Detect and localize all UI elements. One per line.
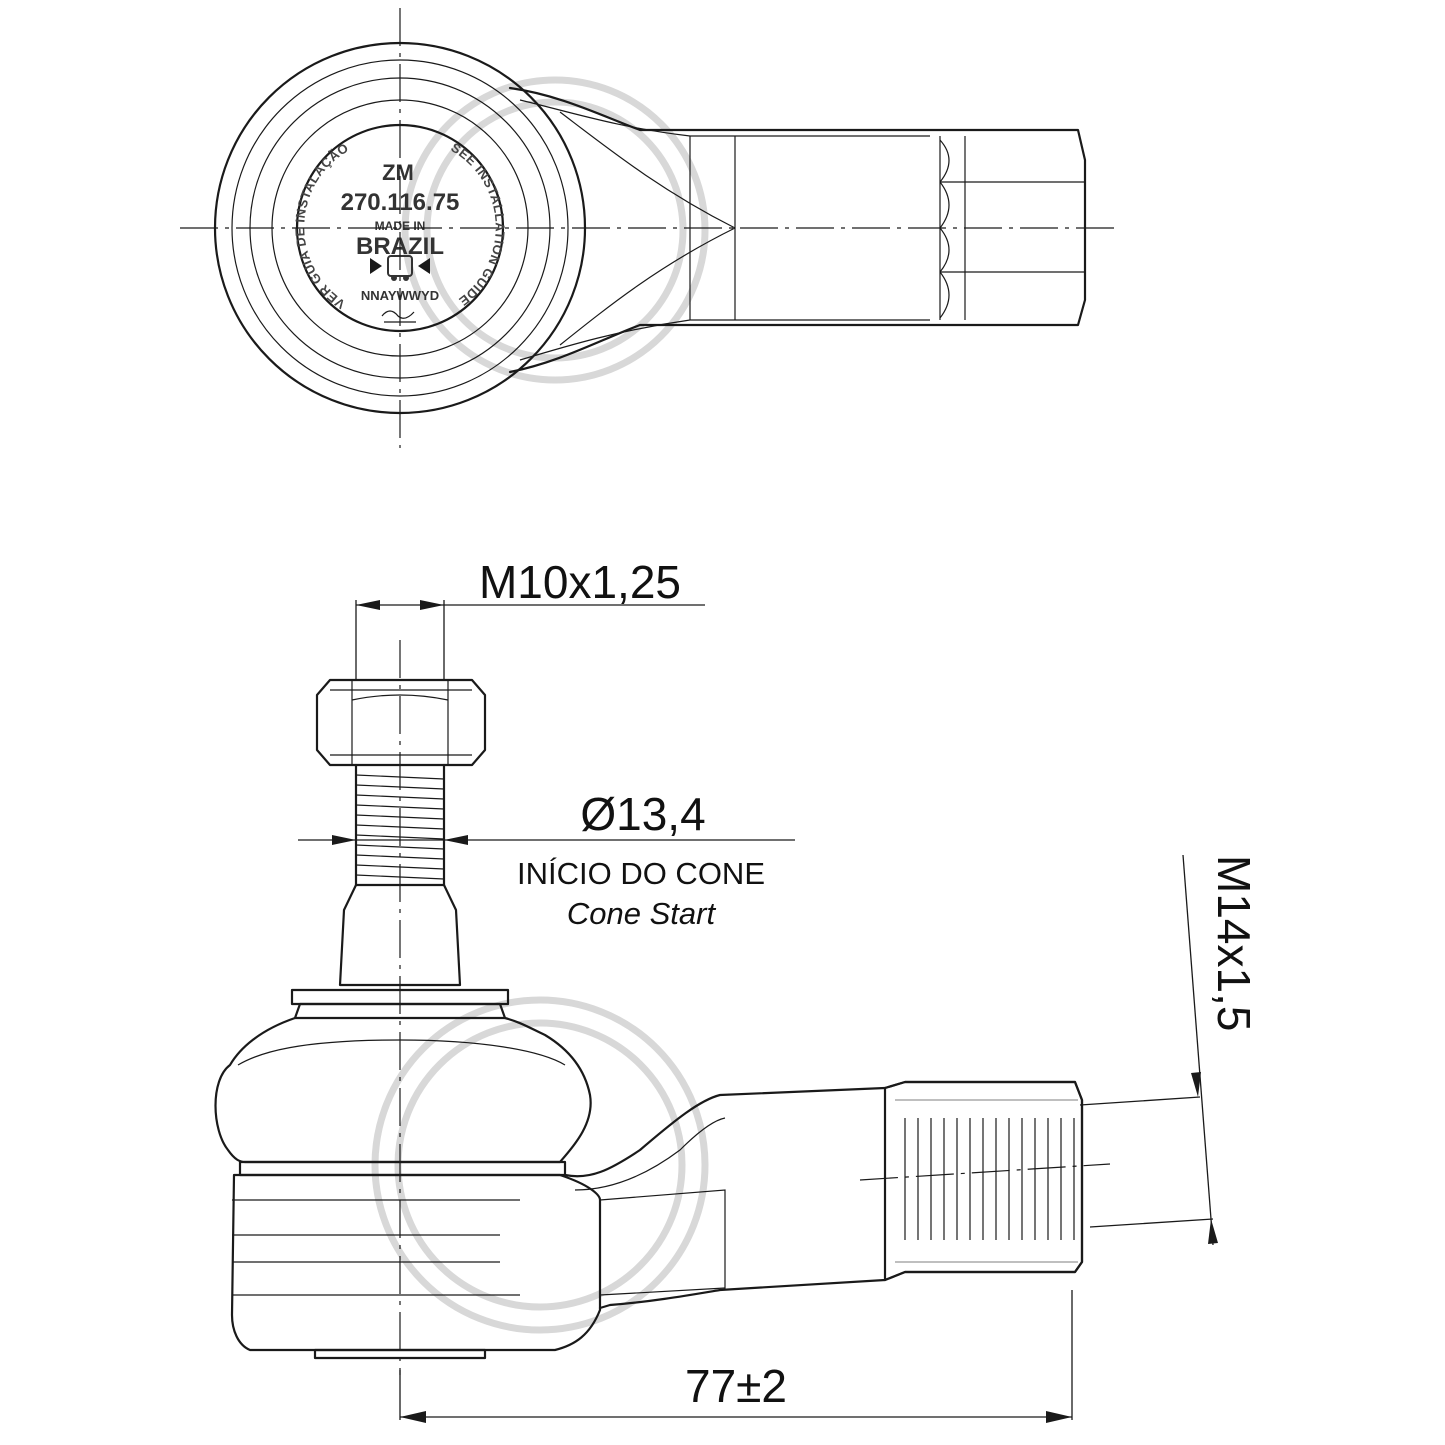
top-arm-taper-upper	[559, 111, 736, 229]
shank-threads	[895, 1099, 1078, 1263]
arm-mid-line	[599, 1189, 726, 1290]
top-hex-curve	[939, 139, 950, 319]
dim-cone-note-pt: INÍCIO DO CONE	[517, 856, 765, 891]
boot-fold-line	[237, 1039, 566, 1066]
top-arm-outline	[508, 86, 1087, 374]
top-arm-inner-lower	[519, 319, 930, 361]
shank-thread-section	[883, 1080, 1084, 1282]
stamp-ring-right: SEE INSTALLATION GUIDE	[448, 140, 507, 310]
stamp-made-in: MADE IN	[375, 219, 426, 233]
dim-cone-diameter: Ø13,4 INÍCIO DO CONE Cone Start	[298, 788, 795, 931]
top-hex-upper	[940, 181, 1085, 273]
side-view	[214, 640, 1111, 1375]
housing-bottom-plug	[313, 1348, 487, 1360]
watermark-logo-bottom	[371, 996, 709, 1334]
nut-hex-arcs	[351, 694, 449, 701]
watermark-logo-top	[401, 76, 709, 384]
housing-top-band	[238, 1160, 567, 1177]
dim-shank-thread: M14x1,5	[1079, 854, 1260, 1246]
top-housing-ring-1	[231, 59, 569, 397]
arm-lower-line	[599, 1287, 726, 1296]
dim-stud-thread-label: M10x1,25	[479, 556, 681, 608]
dim-length-label: 77±2	[685, 1360, 787, 1412]
housing-lines	[232, 1199, 520, 1296]
stamp-signature-icon	[381, 310, 416, 323]
nut-chamfer	[330, 680, 472, 765]
dim-stud-thread: M10x1,25	[355, 556, 705, 680]
stamp-brand: ZM	[382, 160, 414, 185]
top-arm-taper-lower	[559, 227, 736, 346]
dim-shank-thread-label: M14x1,5	[1208, 855, 1260, 1031]
stamp-ring-left: VER GUIA DE INSTALAÇÃO	[292, 140, 351, 312]
nut-outline	[315, 678, 487, 767]
dim-cone-note-en: Cone Start	[567, 896, 717, 931]
installation-icon	[370, 255, 430, 281]
top-view: ZM 270.116.75 MADE IN BRAZIL NNAYWWYD VE…	[180, 8, 1115, 448]
arm-outline	[563, 1080, 1084, 1310]
dim-cone-diameter-label: Ø13,4	[580, 788, 705, 840]
washer	[290, 988, 510, 1006]
arm-inner-upper	[574, 1117, 726, 1191]
top-arm-inner-upper	[519, 99, 930, 137]
shank-centerline	[859, 1163, 1111, 1181]
dim-length: 77±2	[399, 1290, 1073, 1423]
